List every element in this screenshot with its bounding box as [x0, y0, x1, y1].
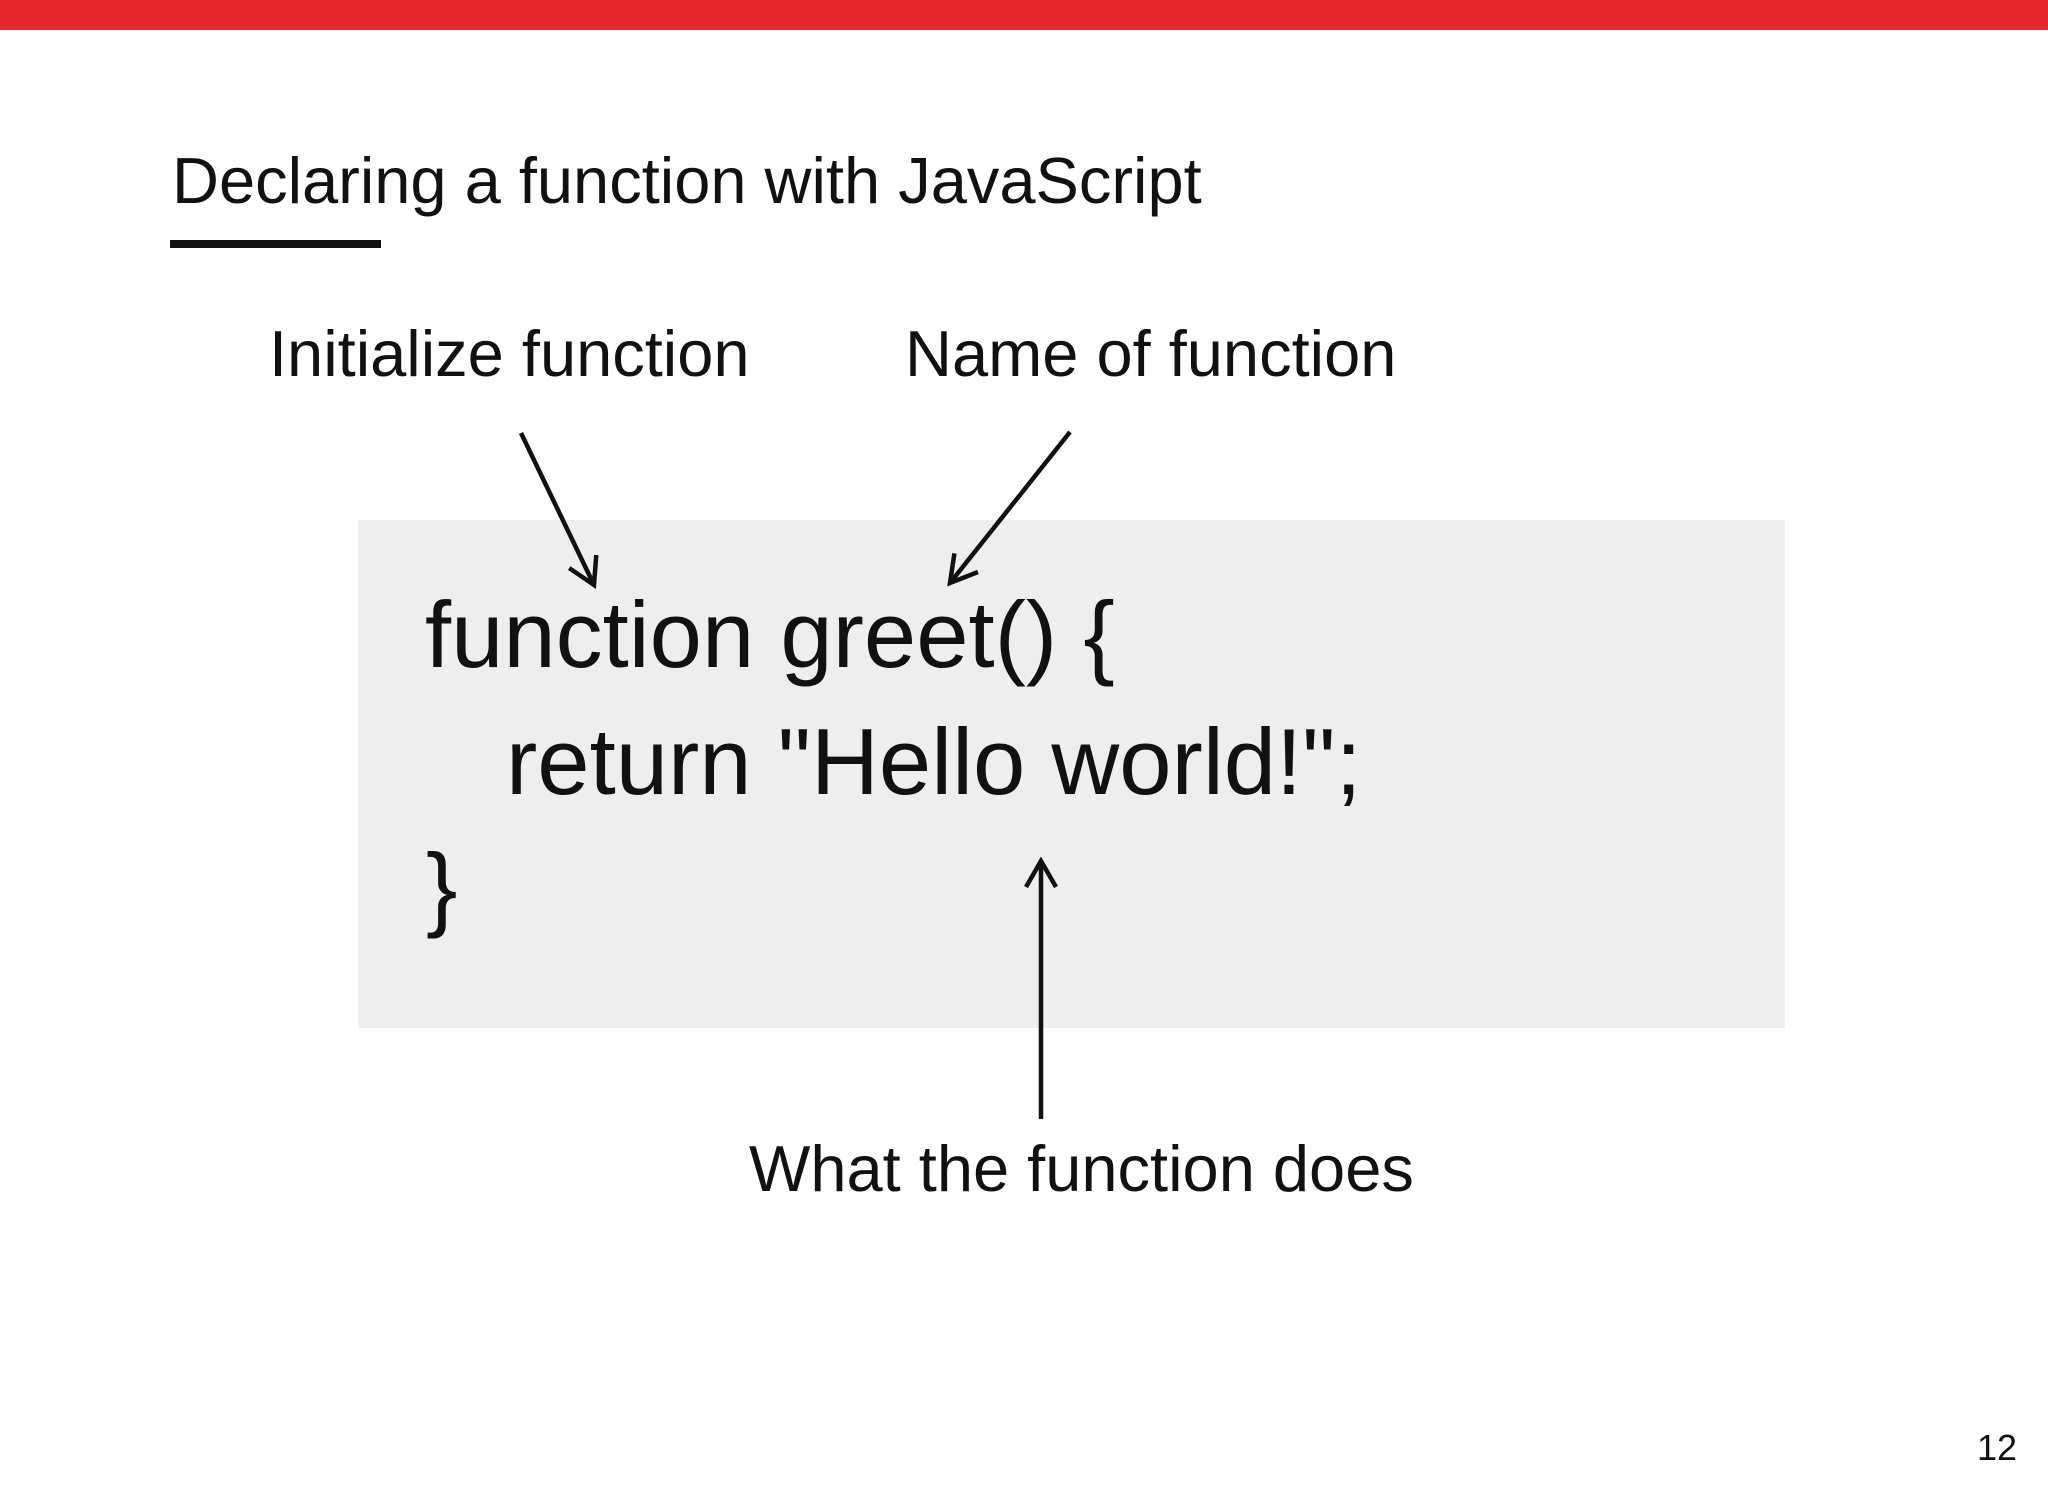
label-initialize-function: Initialize function [269, 317, 750, 390]
code-line-function-declaration: function greet() { [425, 582, 1115, 687]
label-what-the-function-does: What the function does [749, 1132, 1414, 1205]
title-underline [170, 240, 381, 248]
code-line-return-statement: return "Hello world!"; [506, 709, 1362, 814]
code-line-closing-brace: } [426, 834, 458, 939]
page-title: Declaring a function with JavaScript [172, 144, 1202, 217]
code-box [358, 520, 1785, 1028]
label-name-of-function: Name of function [905, 317, 1397, 390]
top-red-bar [0, 0, 2048, 30]
page-number: 12 [1976, 1427, 2017, 1468]
